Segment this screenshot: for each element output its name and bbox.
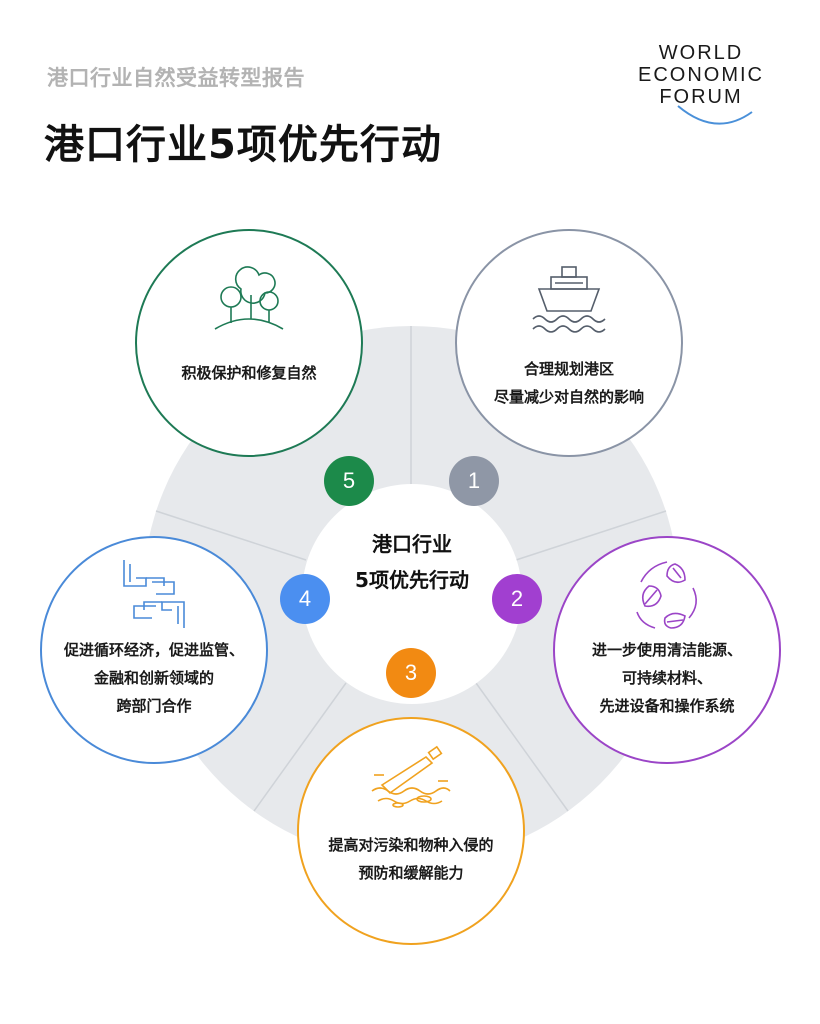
badge-5: 5 [324, 456, 374, 506]
recycle-leaves-icon [636, 561, 697, 629]
action-node-4: 促进循环经济，促进监管、 金融和创新领域的 跨部门合作 [40, 536, 268, 764]
action-text-1: 合理规划港区 尽量减少对自然的影响 [493, 360, 644, 406]
action-text-4: 促进循环经济，促进监管、 金融和创新领域的 跨部门合作 [63, 641, 244, 715]
badge-1: 1 [449, 456, 499, 506]
ring-dividers [155, 326, 667, 812]
center-label: 港口行业 5项优先行动 [355, 532, 469, 592]
action-node-3: 提高对污染和物种入侵的 预防和缓解能力 [297, 717, 525, 945]
logo-line-2: ECONOMIC [638, 64, 764, 86]
plastic-pollution-icon [371, 745, 451, 808]
logo-arc-icon [677, 105, 753, 125]
report-subtitle: 港口行业自然受益转型报告 [47, 66, 305, 90]
action-text-3: 提高对污染和物种入侵的 预防和缓解能力 [328, 836, 494, 882]
logo-line-1: WORLD [658, 42, 744, 64]
action-node-5: 积极保护和修复自然 [135, 229, 363, 457]
joined-hands-icon [123, 560, 185, 628]
action-node-2: 进一步使用清洁能源、 可持续材料、 先进设备和操作系统 [553, 536, 781, 764]
badge-4: 4 [280, 574, 330, 624]
logo-line-3: FORUM [659, 86, 743, 108]
page-title: 港口行业5项优先行动 [44, 122, 442, 168]
action-text-5: 积极保护和修复自然 [181, 364, 317, 382]
badge-3: 3 [386, 648, 436, 698]
action-text-2: 进一步使用清洁能源、 可持续材料、 先进设备和操作系统 [591, 641, 742, 715]
trees-icon [214, 266, 284, 330]
action-node-1: 合理规划港区 尽量减少对自然的影响 [455, 229, 683, 457]
ship-icon [532, 266, 606, 333]
badge-2: 2 [492, 574, 542, 624]
wef-logo: WORLD ECONOMIC FORUM [626, 42, 786, 132]
